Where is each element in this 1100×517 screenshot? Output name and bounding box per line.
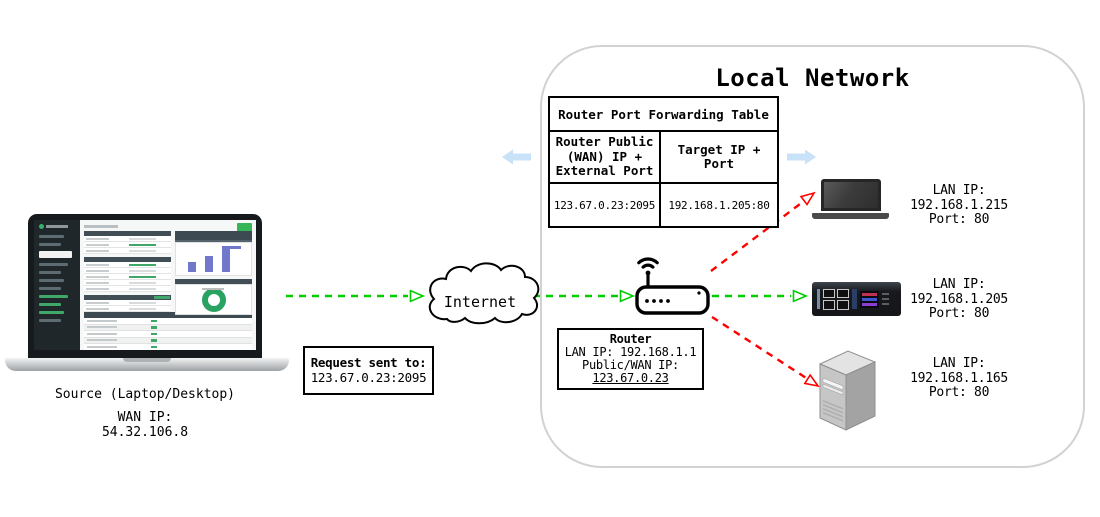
source-laptop-base xyxy=(5,358,289,371)
port-table-col-wan: Router Public (WAN) IP + External Port xyxy=(548,130,661,184)
router-public-label: Public/WAN IP: xyxy=(582,358,679,372)
source-laptop-screen xyxy=(28,214,262,358)
request-arrow-source-to-internet xyxy=(286,289,426,303)
dashboard-active-menu-item xyxy=(39,251,73,258)
source-wan-ip: WAN IP: 54.32.106.8 xyxy=(25,410,265,440)
dashboard-bar-chart xyxy=(175,242,252,276)
red-arrow-router-to-laptop xyxy=(710,191,816,272)
request-box-value: 123.67.0.23:2095 xyxy=(310,370,427,385)
laptop-lan-label: LAN IP: xyxy=(932,183,986,198)
table-pointer-arrow-left xyxy=(502,149,531,165)
internet-label: Internet xyxy=(443,293,517,311)
laptop-label: LAN IP: 192.168.1.215 Port: 80 xyxy=(884,183,1034,228)
laptop-icon xyxy=(810,179,894,221)
laptop-port: Port: 80 xyxy=(928,212,990,227)
dashboard-sidebar xyxy=(34,220,80,350)
server-port: Port: 80 xyxy=(928,306,990,321)
dashboard-donut-chart xyxy=(175,284,252,315)
server-lan-label: LAN IP: xyxy=(932,277,986,292)
server-icon xyxy=(812,282,901,316)
dashboard-table xyxy=(84,312,252,350)
server-ip: 192.168.1.205 xyxy=(910,291,1008,307)
port-table-target-value: 192.168.1.205:80 xyxy=(658,182,780,228)
request-box: Request sent to: 123.67.0.23:2095 xyxy=(303,346,434,395)
laptop-ip: 192.168.1.215 xyxy=(910,197,1008,213)
local-network-title: Local Network xyxy=(715,64,910,92)
source-wan-value: 54.32.106.8 xyxy=(101,424,189,440)
dashboard-logo xyxy=(39,224,75,229)
dashboard-content xyxy=(80,220,256,350)
source-wan-label: WAN IP: xyxy=(117,410,173,425)
port-table-row: 123.67.0.23:2095 192.168.1.205:80 xyxy=(548,182,780,228)
router-lan-ip: LAN IP: 192.168.1.1 xyxy=(564,345,697,359)
tower-ip: 192.168.1.165 xyxy=(910,370,1008,386)
port-table-wan-value: 123.67.0.23:2095 xyxy=(548,182,661,228)
tower-pc-icon xyxy=(818,350,877,431)
request-box-title: Request sent to: xyxy=(310,355,427,370)
request-arrow-router-to-server xyxy=(712,289,809,303)
port-table-title: Router Port Forwarding Table xyxy=(548,96,779,132)
port-table-col-target: Target IP + Port xyxy=(658,130,780,184)
local-network-boundary xyxy=(540,45,1085,468)
table-pointer-arrow-right xyxy=(787,149,816,165)
router-title: Router xyxy=(609,332,652,346)
wifi-router-icon xyxy=(635,257,710,315)
source-caption: Source (Laptop/Desktop) xyxy=(54,387,235,402)
dashboard-screenshot xyxy=(34,220,256,350)
source-laptop-illustration xyxy=(5,212,290,374)
red-arrow-router-to-tower xyxy=(711,315,820,388)
tower-lan-label: LAN IP: xyxy=(932,356,986,371)
port-forwarding-table: Router Port Forwarding Table Router Publ… xyxy=(548,96,780,228)
router-info-box: Router LAN IP: 192.168.1.1 Public/WAN IP… xyxy=(557,328,704,390)
internet-cloud-icon xyxy=(428,262,540,325)
dashboard-green-badge xyxy=(237,223,252,232)
server-label: LAN IP: 192.168.1.205 Port: 80 xyxy=(884,277,1034,322)
request-arrow-internet-to-router xyxy=(533,289,636,303)
tower-label: LAN IP: 192.168.1.165 Port: 80 xyxy=(884,356,1034,401)
tower-port: Port: 80 xyxy=(928,385,990,400)
router-public-ip: 123.67.0.23 xyxy=(592,371,669,385)
